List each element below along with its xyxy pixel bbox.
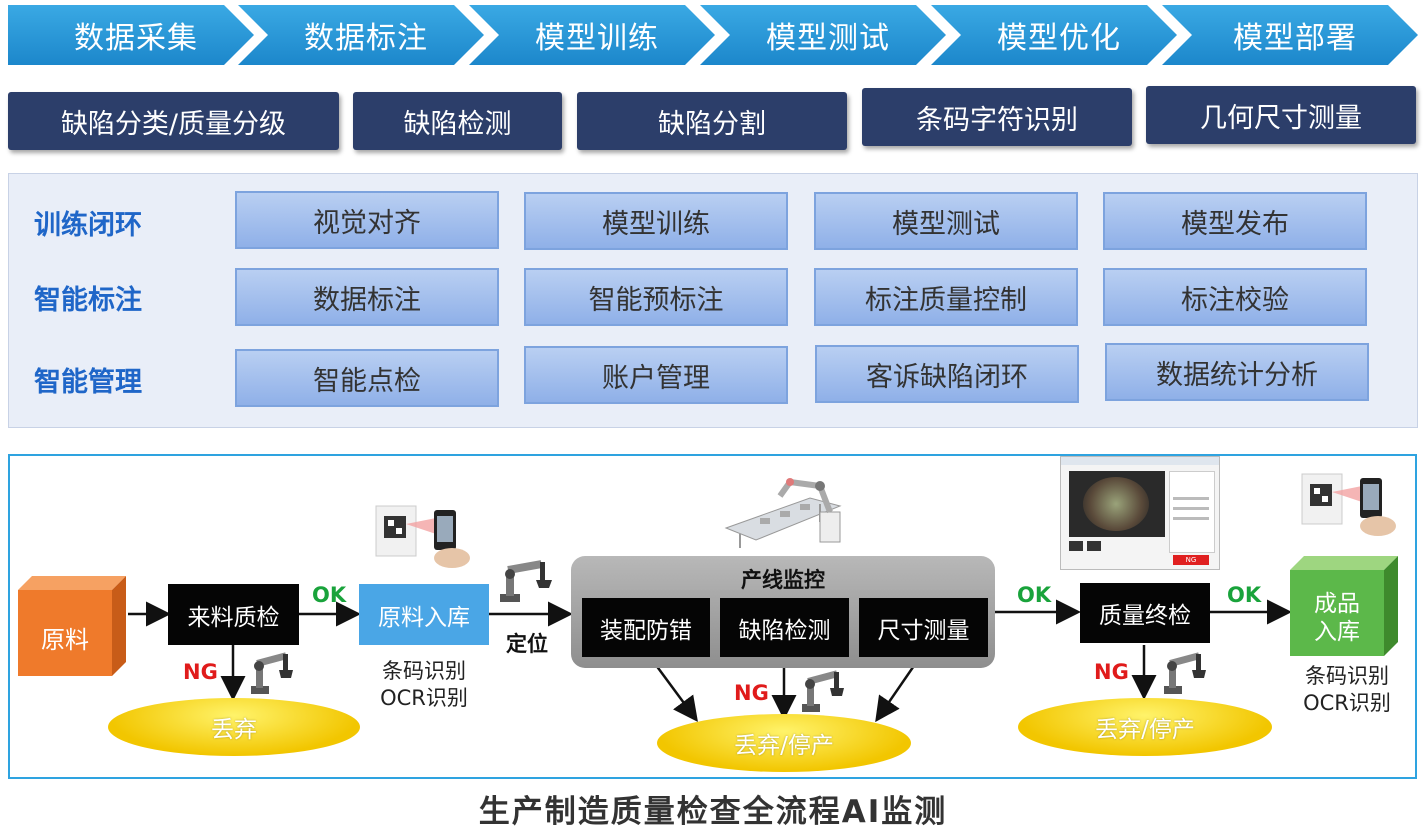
pipeline-step-model-optimization: 模型优化 — [931, 5, 1177, 65]
pipeline-label: 模型优化 — [997, 21, 1121, 56]
ok-label: OK — [1227, 583, 1262, 607]
row-label-training-loop: 训练闭环 — [34, 210, 142, 241]
category-defect-detection: 缺陷检测 — [353, 92, 562, 150]
pipeline-label: 模型部署 — [1233, 21, 1357, 56]
product-note-barcode: 条码识别 — [1305, 664, 1389, 688]
inspection-software-screenshot: NG — [1060, 456, 1220, 570]
discard-stop-ellipse: 丢弃/停产 — [657, 714, 911, 772]
task-assembly-error-proofing: 装配防错 — [582, 598, 710, 657]
pipeline-step-data-collection: 数据采集 — [8, 5, 254, 65]
pipeline-step-model-training: 模型训练 — [469, 5, 715, 65]
function-data-statistics: 数据统计分析 — [1105, 343, 1369, 401]
pipeline-label: 模型测试 — [766, 21, 890, 56]
ng-label: NG — [734, 681, 769, 705]
function-model-release: 模型发布 — [1103, 192, 1367, 250]
ng-label: NG — [1094, 660, 1129, 684]
raw-storage-note-ocr: OCR识别 — [380, 686, 468, 710]
robot-arm-icon — [802, 670, 844, 712]
function-complaint-loop: 客诉缺陷闭环 — [815, 345, 1079, 403]
function-visual-alignment: 视觉对齐 — [235, 191, 499, 249]
incoming-inspection-box: 来料质检 — [168, 584, 299, 645]
finished-product-label: 成品 入库 — [1290, 590, 1384, 646]
pipeline-label: 数据采集 — [74, 21, 198, 56]
category-defect-segmentation: 缺陷分割 — [577, 92, 847, 150]
robot-arm-icon — [251, 652, 293, 694]
robot-arm-icon — [500, 560, 552, 602]
figure-caption: 生产制造质量检查全流程AI监测 — [478, 794, 948, 830]
row-label-smart-labeling: 智能标注 — [34, 285, 142, 316]
task-dimension-measurement: 尺寸测量 — [859, 598, 988, 657]
raw-storage-note-barcode: 条码识别 — [382, 659, 466, 683]
raw-storage-box: 原料入库 — [359, 584, 489, 645]
function-label-verification: 标注校验 — [1103, 268, 1367, 326]
category-geometry-measurement: 几何尺寸测量 — [1146, 86, 1416, 144]
barcode-scan-image — [375, 505, 470, 568]
row-label-smart-management: 智能管理 — [34, 367, 142, 398]
pipeline-label: 数据标注 — [304, 21, 428, 56]
function-model-training: 模型训练 — [524, 192, 788, 250]
barcode-scan-image — [1301, 473, 1396, 536]
product-note-ocr: OCR识别 — [1303, 691, 1391, 715]
pipeline-step-model-testing: 模型测试 — [700, 5, 946, 65]
positioning-label: 定位 — [506, 632, 548, 656]
pipeline-step-model-deployment: 模型部署 — [1162, 5, 1418, 65]
function-smart-prelabeling: 智能预标注 — [524, 268, 788, 326]
finished-product-line-2: 入库 — [1314, 619, 1360, 645]
robot-arm-icon — [1164, 652, 1206, 694]
raw-material-label: 原料 — [41, 626, 89, 654]
ok-label: OK — [1017, 583, 1052, 607]
task-defect-detection: 缺陷检测 — [720, 598, 849, 657]
finished-product-cube — [1290, 556, 1398, 656]
ok-label: OK — [312, 583, 347, 607]
function-model-testing: 模型测试 — [814, 192, 1078, 250]
category-defect-classification: 缺陷分类/质量分级 — [8, 92, 339, 150]
discard-stop-ellipse: 丢弃/停产 — [1018, 698, 1272, 756]
function-data-labeling: 数据标注 — [235, 268, 499, 326]
discard-ellipse: 丢弃 — [108, 698, 360, 756]
production-line-image — [724, 478, 842, 548]
screen-ng-badge: NG — [1173, 555, 1209, 565]
function-smart-inspection: 智能点检 — [235, 349, 499, 407]
raw-material-cube — [18, 576, 126, 676]
flow-diagram-frame — [8, 454, 1417, 779]
pipeline-step-data-labeling: 数据标注 — [238, 5, 484, 65]
line-monitor-title: 产线监控 — [741, 568, 825, 592]
finished-product-line-1: 成品 — [1314, 591, 1360, 617]
final-inspection-box: 质量终检 — [1080, 583, 1210, 643]
category-barcode-ocr: 条码字符识别 — [862, 88, 1132, 146]
pipeline-label: 模型训练 — [535, 21, 659, 56]
ng-label: NG — [183, 660, 218, 684]
function-account-management: 账户管理 — [524, 346, 788, 404]
function-label-quality-control: 标注质量控制 — [814, 268, 1078, 326]
